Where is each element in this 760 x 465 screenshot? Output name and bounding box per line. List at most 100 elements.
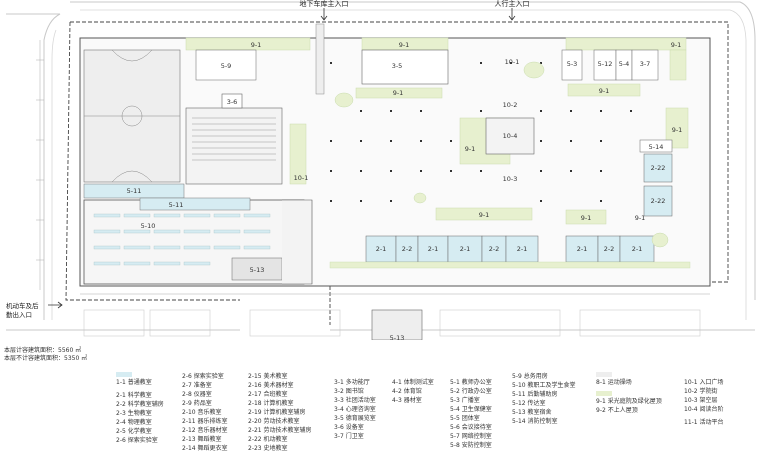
legend-item: 2-22 机动教室 xyxy=(248,436,288,443)
legend-item: 10-4 阅读台阶 xyxy=(684,406,724,413)
legend-item: 2-12 音乐器材室 xyxy=(182,427,228,434)
legend-item: 2-3 生物教室 xyxy=(116,410,152,417)
legend-col-2: 2-6 探索实验室 2-7 准备室 2-8 仪器室 2-9 药品室 2-10 音… xyxy=(182,372,228,453)
green-9-1-right-a xyxy=(567,83,641,97)
legend-item: 2-2 科学教室辅房 xyxy=(116,401,164,408)
label-5-3: 5-3 xyxy=(567,60,578,68)
label-9-1: 9-1 xyxy=(479,211,490,219)
label-5-9: 5-9 xyxy=(221,62,232,70)
green-10-1-left xyxy=(289,123,307,185)
label-2-2: 2-2 xyxy=(604,245,615,253)
legend-item: 2-10 音乐教室 xyxy=(182,409,222,416)
dorm-block xyxy=(371,309,423,340)
court-key-bottom xyxy=(111,170,153,183)
arrow-pedestrian xyxy=(508,8,516,21)
legend-item: 2-4 物理教室 xyxy=(116,419,152,426)
legend-item: 5-13 教室宿舍 xyxy=(512,409,552,416)
swatch-classroom xyxy=(116,372,132,377)
legend-item: 3-4 心理咨询室 xyxy=(334,406,376,413)
legend-item: 5-2 行政办公室 xyxy=(450,388,492,395)
legend-item: 5-7 网络控制室 xyxy=(450,433,492,440)
inner-road xyxy=(51,9,747,320)
room-5-9 xyxy=(195,49,257,81)
legend: 1-1 普通教室 2-1 科学教室 2-2 科学教室辅房 2-3 生物教室 2-… xyxy=(0,360,760,465)
legend-item: 2-1 科学教室 xyxy=(116,392,152,399)
label-10-1: 10-1 xyxy=(294,174,309,182)
court-circle xyxy=(121,105,143,127)
label-9-1: 9-1 xyxy=(635,214,646,222)
label-9-1: 9-1 xyxy=(399,41,410,49)
legend-item: 2-15 美术教室 xyxy=(248,373,288,380)
trees xyxy=(334,61,669,248)
legend-item: 5-9 总务用房 xyxy=(512,373,548,380)
legend-item: 2-19 计算机教室辅房 xyxy=(248,409,306,416)
legend-item: 3-2 图书馆 xyxy=(334,388,364,395)
classroom-row-right xyxy=(565,235,655,263)
label-9-1: 9-1 xyxy=(251,41,262,49)
legend-item: 1-1 普通教室 xyxy=(116,379,152,386)
legend-item: 10-1 入口广场 xyxy=(684,379,724,386)
room-3-5 xyxy=(361,49,449,85)
label-10-2: 10-2 xyxy=(503,101,518,109)
dining-tables xyxy=(93,213,271,266)
legend-col-5: 4-1 体制测试室 4-2 体育馆 4-3 器材室 xyxy=(392,378,434,405)
label-9-1: 9-1 xyxy=(465,145,476,153)
legend-item: 5-5 团体室 xyxy=(450,415,480,422)
legend-item: 2-18 计算机教室 xyxy=(248,400,294,407)
legend-col-1: 1-1 普通教室 2-1 科学教室 2-2 科学教室辅房 2-3 生物教室 2-… xyxy=(116,372,164,445)
arrow-underground xyxy=(320,8,328,21)
green-right-strip xyxy=(669,49,687,81)
classroom-row-left xyxy=(365,235,539,263)
legend-item: 5-3 广播室 xyxy=(450,397,480,404)
label-3-5: 3-5 xyxy=(392,62,403,70)
green-roof-top-right xyxy=(565,37,687,51)
legend-item: 3-1 多功能厅 xyxy=(334,379,370,386)
legend-item: 2-5 化学教室 xyxy=(116,428,152,435)
legend-item: 4-2 体育馆 xyxy=(392,388,422,395)
legend-col-8: 8-1 运动操场 9-1 采光庭院及绿化屋顶 9-2 不上人屋顶 xyxy=(596,372,662,415)
legend-item: 2-9 药品室 xyxy=(182,400,212,407)
legend-item: 2-13 舞蹈教室 xyxy=(182,436,222,443)
swatch-sports xyxy=(596,372,612,377)
entrance-underground-label: 地下车库主入口 xyxy=(300,0,349,8)
dimension-marks xyxy=(36,40,710,295)
entrance-pedestrian-label: 人行主入口 xyxy=(495,0,530,8)
legend-item: 2-11 器乐排练室 xyxy=(182,418,228,425)
legend-item: 5-12 传达室 xyxy=(512,400,546,407)
legend-item: 3-7 门卫室 xyxy=(334,433,364,440)
service-entrance-note: 机动车及后 勤出入口 xyxy=(6,302,39,320)
label-3-6: 3-6 xyxy=(227,98,238,106)
ramp xyxy=(315,23,325,95)
legend-item: 3-3 社团活动室 xyxy=(334,397,376,404)
legend-item: 5-14 消防控制室 xyxy=(512,418,558,425)
legend-item: 2-14 舞蹈更衣室 xyxy=(182,445,228,452)
room-5-11-a xyxy=(83,183,185,199)
label-5-11: 5-11 xyxy=(169,201,184,209)
room-2-22-b xyxy=(643,185,673,217)
legend-col-4: 3-1 多功能厅 3-2 图书馆 3-3 社团活动室 3-4 心理咨询室 3-5… xyxy=(334,378,376,441)
legend-item: 5-1 教师办公室 xyxy=(450,379,492,386)
dining-right-wing xyxy=(282,199,313,285)
label-2-1: 2-1 xyxy=(517,245,528,253)
area-uncounted: 本层不计容建筑面积：5350 ㎡ xyxy=(4,355,88,362)
label-9-1: 9-1 xyxy=(581,214,592,222)
green-roof-center xyxy=(355,87,443,99)
room-5-3 xyxy=(561,49,583,81)
legend-item: 5-6 会议接待室 xyxy=(450,424,492,431)
legend-item: 5-4 卫生保健室 xyxy=(450,406,492,413)
label-10-3: 10-3 xyxy=(503,175,518,183)
legend-item: 9-1 采光庭院及绿化屋顶 xyxy=(596,398,662,405)
legend-col-9: 10-1 入口广场 10-2 学院街 10-3 架空层 10-4 阅读台阶 11… xyxy=(684,378,724,427)
label-2-22: 2-22 xyxy=(651,197,666,205)
legend-item: 10-2 学院街 xyxy=(684,388,718,395)
label-5-13: 5-13 xyxy=(250,266,265,274)
room-5-11-b xyxy=(139,197,251,211)
legend-col-6: 5-1 教师办公室 5-2 行政办公室 5-3 广播室 5-4 卫生保健室 5-… xyxy=(450,378,492,450)
label-9-1: 9-1 xyxy=(599,87,610,95)
label-2-1: 2-1 xyxy=(632,245,643,253)
legend-item: 2-6 探索实验室 xyxy=(182,373,224,380)
room-5-14 xyxy=(639,139,673,153)
label-5-11: 5-11 xyxy=(127,187,142,195)
label-2-1: 2-1 xyxy=(460,245,471,253)
service-entrance-line2: 勤出入口 xyxy=(6,311,32,319)
